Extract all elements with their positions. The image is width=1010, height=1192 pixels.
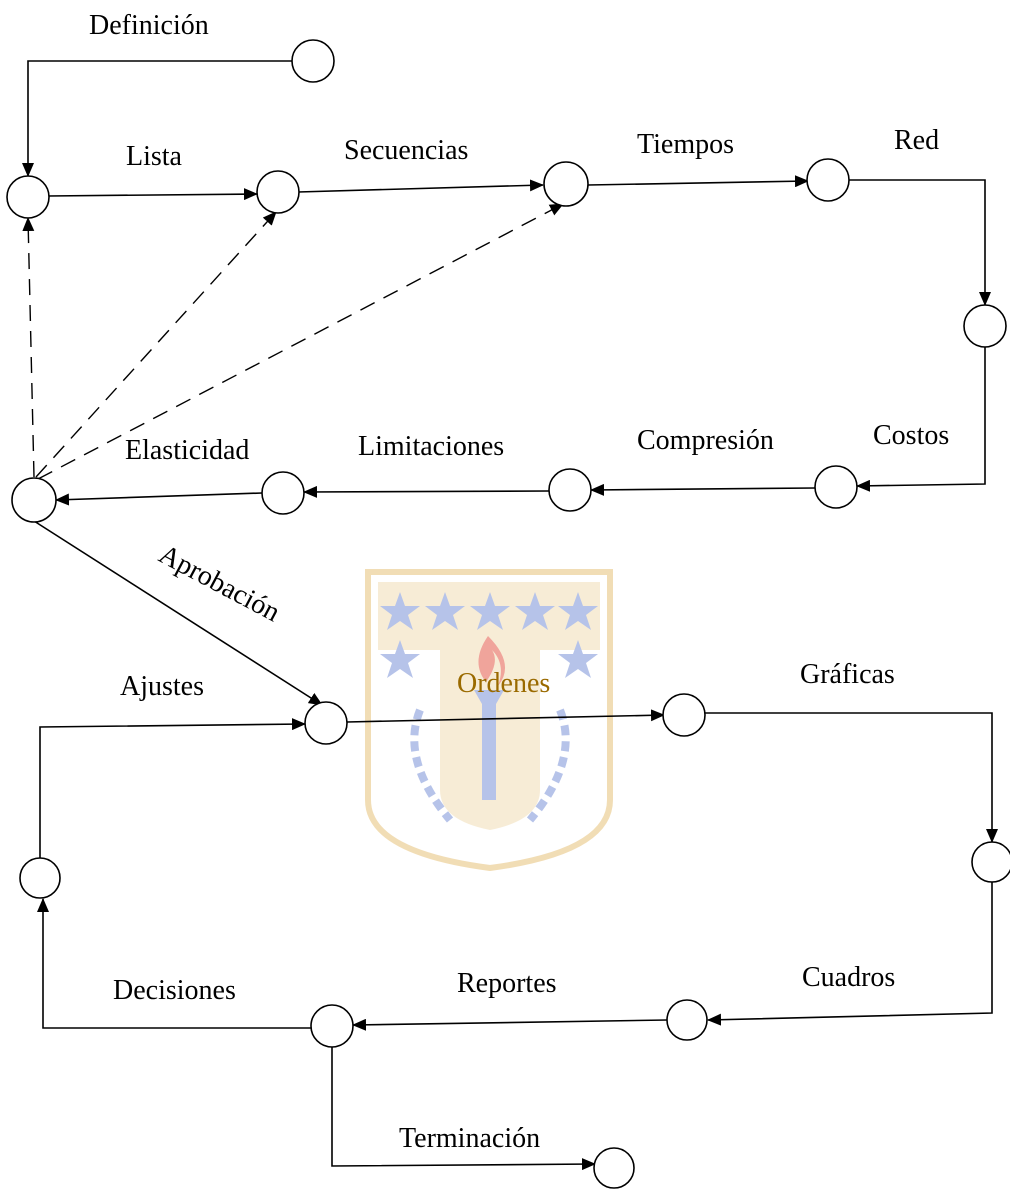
- edge-limitaciones: [303, 485, 550, 498]
- label-graficas: Gráficas: [800, 659, 895, 690]
- node-graficas: [662, 693, 706, 737]
- edge-graficas: [704, 712, 998, 843]
- label-decisiones: Decisiones: [113, 975, 236, 1006]
- label-cuadros: Cuadros: [802, 962, 895, 993]
- label-compresion: Compresión: [637, 425, 774, 456]
- edge-elasticidad: [55, 492, 263, 506]
- edge-tiempos: [587, 175, 809, 188]
- node-tiempos: [543, 161, 589, 207]
- edge-cuadros: [707, 882, 993, 1026]
- label-secuencias: Secuencias: [344, 135, 468, 166]
- node-lista: [6, 175, 50, 219]
- node-ajustes: [19, 857, 61, 899]
- node-right-bottom: [971, 841, 1010, 883]
- dashed-edge-to-tiempos: [37, 203, 564, 480]
- edge-terminacion: [331, 1047, 596, 1171]
- edge-aprobacion: [33, 520, 323, 706]
- label-terminacion: Terminación: [399, 1123, 540, 1154]
- edge-secuencias: [297, 179, 544, 193]
- label-lista: Lista: [126, 141, 183, 172]
- label-costos: Costos: [873, 420, 949, 451]
- node-ordenes: [304, 701, 348, 745]
- node-costos: [814, 465, 858, 509]
- node-elasticidad: [11, 477, 57, 523]
- label-definicion: Definición: [89, 10, 209, 41]
- node-secuencias: [256, 170, 300, 214]
- label-limitaciones: Limitaciones: [358, 431, 504, 462]
- label-ajustes: Ajustes: [120, 671, 204, 702]
- node-decisiones: [310, 1004, 354, 1048]
- node-red: [806, 158, 850, 202]
- edge-ajustes: [39, 718, 306, 858]
- edge-costos: [856, 346, 986, 492]
- edge-lista: [47, 188, 258, 201]
- node-cuadros: [666, 999, 708, 1041]
- node-compresion: [548, 468, 592, 512]
- dashed-edge-to-secuencias: [35, 211, 277, 478]
- label-tiempos: Tiempos: [637, 129, 734, 160]
- label-ordenes: Ordenes: [457, 668, 550, 699]
- node-limitaciones: [261, 471, 305, 515]
- edge-definicion: [22, 60, 292, 177]
- label-reportes: Reportes: [457, 968, 557, 999]
- watermark-crest-icon: [365, 569, 613, 872]
- label-red: Red: [894, 125, 939, 156]
- label-aprobacion: Aprobación: [154, 539, 285, 628]
- node-right-top: [963, 304, 1007, 348]
- dashed-edge-to-lista: [22, 217, 35, 478]
- edge-reportes: [352, 1018, 668, 1031]
- edge-compresion: [590, 483, 816, 496]
- node-end: [593, 1147, 635, 1189]
- edge-red: [849, 179, 991, 306]
- edge-ordenes: [346, 709, 665, 723]
- node-start: [291, 39, 335, 83]
- edge-decisiones: [37, 898, 311, 1029]
- label-elasticidad: Elasticidad: [125, 435, 249, 466]
